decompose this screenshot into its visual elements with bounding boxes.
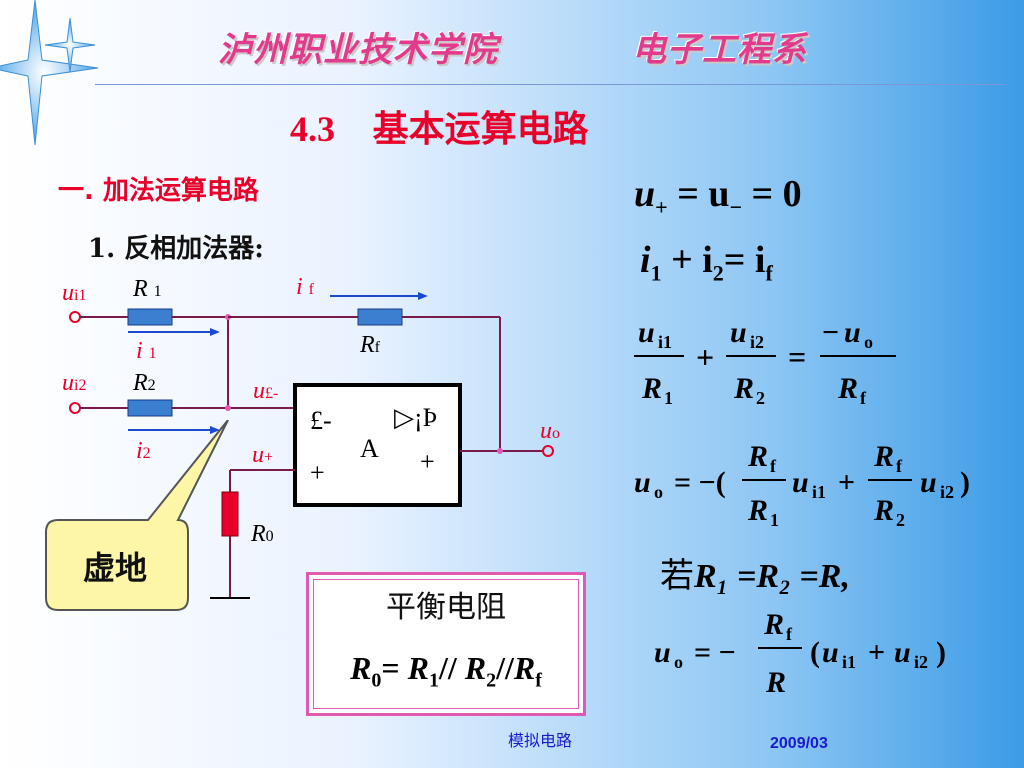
svg-text:u: u <box>730 316 747 349</box>
label-if: i f <box>296 274 314 300</box>
resistor-r1 <box>127 308 173 326</box>
equation-condition: 若R₁ =R₂ =R, <box>660 556 850 596</box>
svg-text:u: u <box>792 466 809 499</box>
svg-text:(: ( <box>810 636 820 669</box>
label-u-plus: u+ <box>252 442 274 468</box>
label-ui1: ui1 <box>62 280 87 306</box>
svg-text:i2: i2 <box>914 652 928 672</box>
svg-text:−: − <box>822 316 839 349</box>
svg-text:u: u <box>844 316 861 349</box>
svg-text:R: R <box>747 494 768 527</box>
svg-text:f: f <box>770 456 777 476</box>
svg-text:R: R <box>765 666 786 699</box>
svg-text:f: f <box>896 456 903 476</box>
callout-virtual-ground: 虚地 <box>82 549 147 587</box>
section-heading: 一. 加法运算电路 <box>58 176 259 206</box>
balance-title: 平衡电阻 <box>386 590 506 625</box>
svg-text:i2: i2 <box>750 332 764 352</box>
opamp-plus-input: + <box>310 458 325 487</box>
opamp-label-a: A <box>360 434 379 463</box>
svg-text:= −(: = −( <box>674 466 726 499</box>
label-uo: uo <box>540 418 560 444</box>
header-dept: 电子工程系 <box>632 30 807 70</box>
header-divider <box>95 84 1005 85</box>
svg-text:u: u <box>638 316 655 349</box>
svg-text:): ) <box>936 636 946 669</box>
svg-text:i1: i1 <box>658 332 672 352</box>
opamp-plus-output: + <box>420 447 435 476</box>
svg-text:u: u <box>634 466 651 499</box>
balance-formula: R0= R1// R2//Rf <box>350 650 542 692</box>
svg-text:2: 2 <box>756 388 765 408</box>
opamp-box <box>293 383 462 507</box>
svg-text:2: 2 <box>896 510 905 530</box>
star-decoration <box>0 0 99 146</box>
svg-text:R: R <box>837 372 858 405</box>
footer-date: 2009/03 <box>770 735 828 752</box>
svg-text:R: R <box>733 372 754 405</box>
footer-course: 模拟电路 <box>508 731 573 750</box>
page-title: 4.3 基本运算电路 <box>290 100 589 152</box>
svg-text:+: + <box>838 466 855 499</box>
label-r0: R0 <box>251 521 274 547</box>
label-u-minus: u£- <box>253 378 279 404</box>
svg-text:R: R <box>763 608 784 641</box>
label-r2: R2 <box>133 370 156 396</box>
svg-text:o: o <box>654 482 663 502</box>
label-r1: R 1 <box>133 276 162 302</box>
resistor-r2 <box>127 399 173 417</box>
title-text: 基本运算电路 <box>372 109 589 150</box>
equation-current-sum: i1 + i2= if <box>640 239 773 286</box>
svg-text:o: o <box>674 652 683 672</box>
label-ui2: ui2 <box>62 370 87 396</box>
svg-text:1: 1 <box>770 510 779 530</box>
subsection-heading: 1. 反相加法器: <box>88 234 264 264</box>
svg-text:i1: i1 <box>812 482 826 502</box>
svg-text:i2: i2 <box>940 482 954 502</box>
opamp-minus-input: £- <box>310 406 332 435</box>
svg-text:R: R <box>873 494 894 527</box>
equation-virtual-short: u+ = u− = 0 <box>634 173 802 220</box>
label-i1: i 1 <box>136 338 157 364</box>
output-terminal <box>542 445 554 457</box>
opamp-symbol: ▷¡Þ <box>394 403 438 432</box>
svg-text:u: u <box>894 636 911 669</box>
svg-text:R: R <box>641 372 662 405</box>
label-rf: Rf <box>360 332 380 358</box>
balance-resistor-box <box>306 572 586 716</box>
svg-text:i1: i1 <box>842 652 856 672</box>
svg-text:u: u <box>920 466 937 499</box>
resistor-rf <box>357 308 403 326</box>
svg-text:f: f <box>860 388 867 408</box>
callout-bubble <box>45 420 229 611</box>
input-terminal-2 <box>69 402 81 414</box>
svg-text:=: = <box>788 339 806 375</box>
svg-text:+: + <box>868 636 885 669</box>
svg-text:u: u <box>822 636 839 669</box>
label-i2: i2 <box>136 438 151 464</box>
header-school: 泸州职业技术学院 <box>218 30 498 70</box>
svg-text:+: + <box>696 339 714 375</box>
svg-text:= −: = − <box>694 636 736 669</box>
svg-text:o: o <box>864 332 873 352</box>
svg-text:): ) <box>960 466 970 499</box>
input-terminal-1 <box>69 311 81 323</box>
title-number: 4.3 <box>290 109 335 149</box>
svg-text:u: u <box>654 636 671 669</box>
svg-text:R: R <box>747 440 768 473</box>
circuit-diagram <box>69 292 554 599</box>
svg-text:f: f <box>786 624 793 644</box>
svg-text:R: R <box>873 440 894 473</box>
svg-text:1: 1 <box>664 388 673 408</box>
